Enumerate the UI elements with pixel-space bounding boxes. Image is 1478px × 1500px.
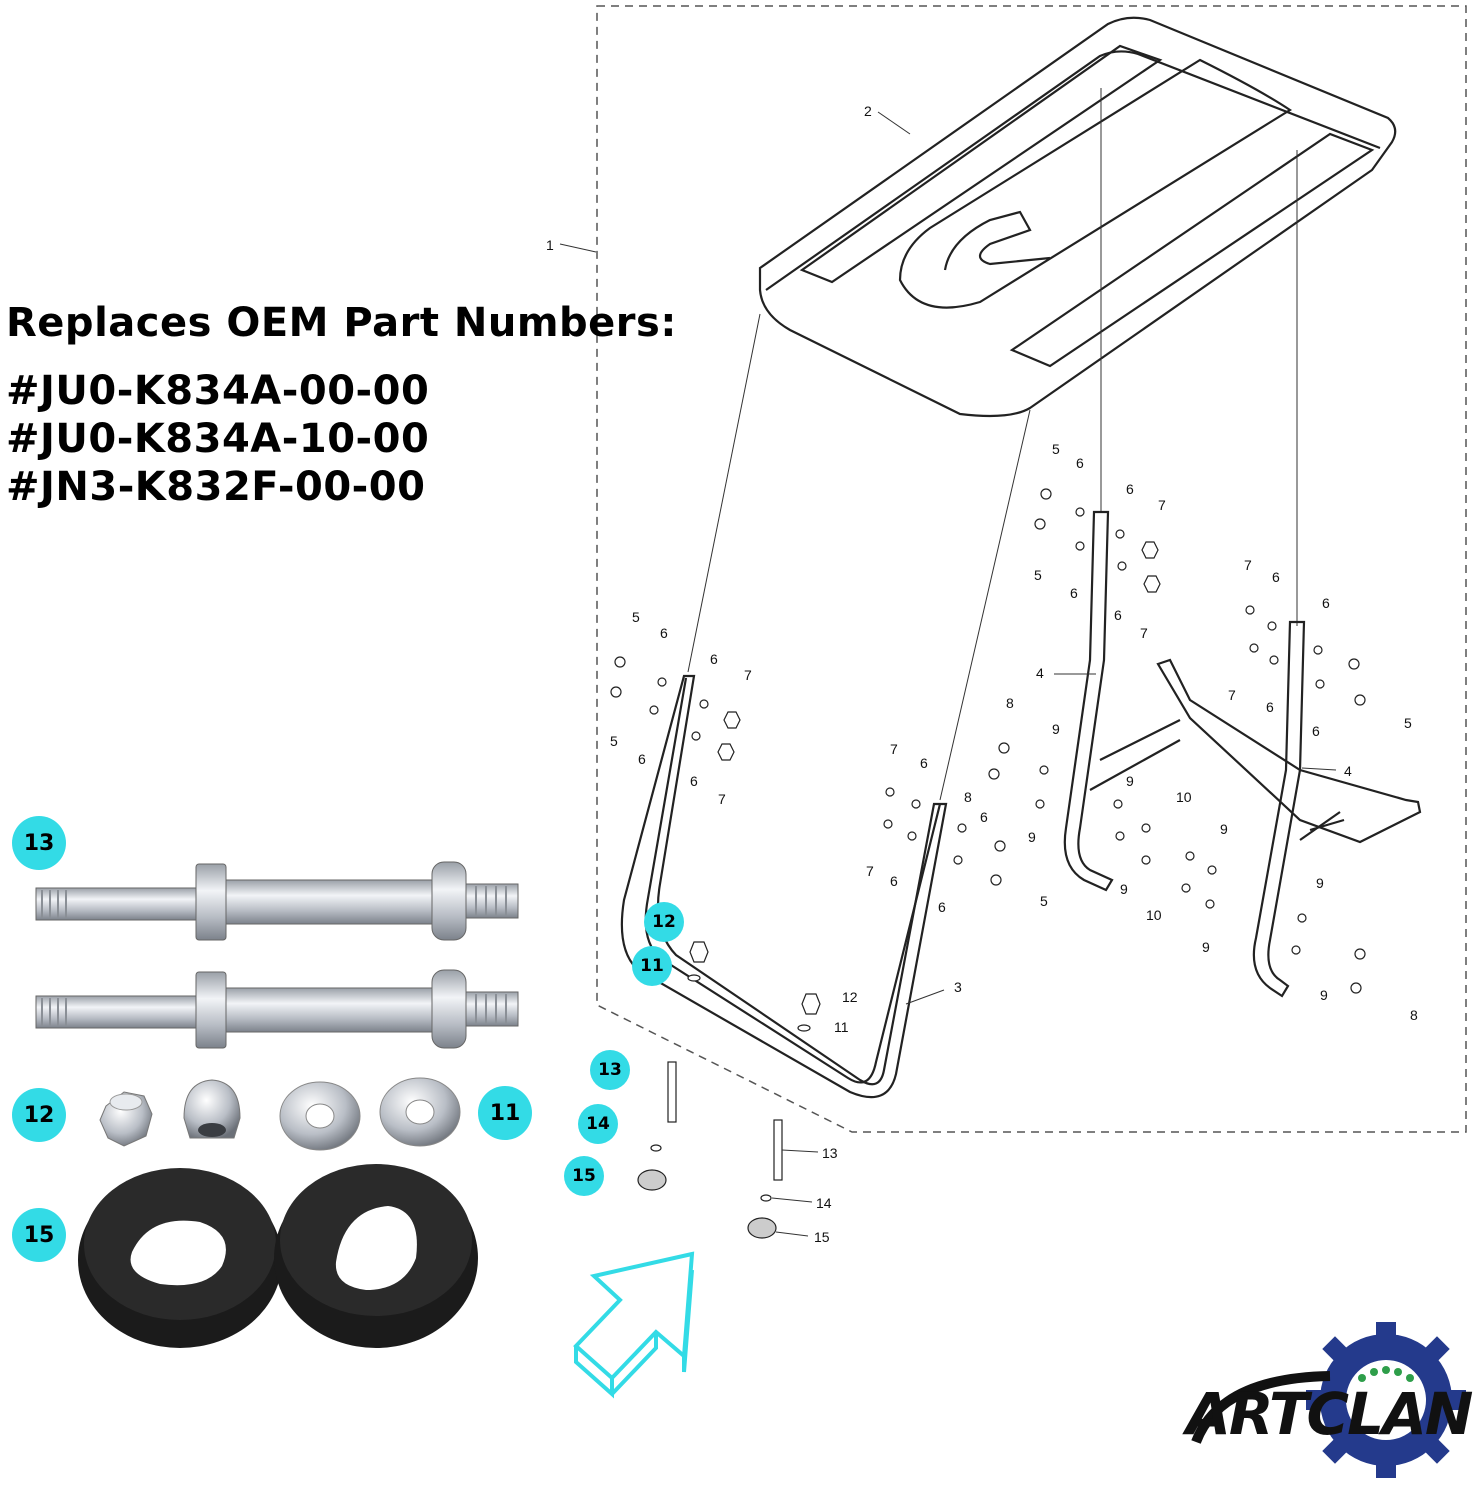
svg-text:9: 9 — [1028, 829, 1036, 845]
shoulder-bolt-1 — [35, 861, 519, 941]
svg-text:6: 6 — [660, 625, 668, 641]
roof-canopy — [758, 16, 1397, 418]
callout-13-photo: 13 — [12, 816, 66, 870]
svg-text:5: 5 — [632, 609, 640, 625]
svg-text:6: 6 — [938, 899, 946, 915]
flat-washer-1 — [279, 1081, 361, 1151]
oem-part-number: #JU0-K834A-10-00 — [6, 416, 430, 462]
svg-text:9: 9 — [1316, 875, 1324, 891]
svg-text:6: 6 — [690, 773, 698, 789]
callout-12-photo: 12 — [12, 1088, 66, 1142]
svg-text:7: 7 — [744, 667, 752, 683]
svg-text:7: 7 — [866, 863, 874, 879]
svg-text:6: 6 — [1272, 569, 1280, 585]
shoulder-bolt-2 — [35, 969, 519, 1049]
svg-text:3: 3 — [954, 979, 962, 995]
callout-15-diagram: 15 — [564, 1156, 604, 1196]
svg-text:6: 6 — [980, 809, 988, 825]
svg-text:8: 8 — [1410, 1007, 1418, 1023]
svg-text:6: 6 — [1322, 595, 1330, 611]
svg-text:6: 6 — [1126, 481, 1134, 497]
svg-text:5: 5 — [1404, 715, 1412, 731]
svg-text:9: 9 — [1120, 881, 1128, 897]
rubber-grommet-1 — [78, 1168, 282, 1348]
flat-washer-2 — [379, 1077, 461, 1147]
svg-text:7: 7 — [890, 741, 898, 757]
svg-text:10: 10 — [1146, 907, 1162, 923]
svg-text:2: 2 — [864, 103, 872, 119]
svg-text:7: 7 — [1140, 625, 1148, 641]
svg-text:4: 4 — [1036, 665, 1044, 681]
callout-11-photo: 11 — [478, 1086, 532, 1140]
svg-text:15: 15 — [814, 1229, 830, 1245]
acorn-nut-1 — [99, 1091, 153, 1147]
callout-12-diagram: 12 — [644, 902, 684, 942]
svg-text:8: 8 — [1006, 695, 1014, 711]
svg-text:6: 6 — [638, 751, 646, 767]
svg-text:5: 5 — [610, 733, 618, 749]
svg-text:6: 6 — [890, 873, 898, 889]
svg-text:5: 5 — [1040, 893, 1048, 909]
svg-text:9: 9 — [1220, 821, 1228, 837]
svg-text:8: 8 — [964, 789, 972, 805]
svg-text:7: 7 — [718, 791, 726, 807]
svg-text:10: 10 — [1176, 789, 1192, 805]
svg-text:5: 5 — [1034, 567, 1042, 583]
svg-text:7: 7 — [1228, 687, 1236, 703]
callout-13-diagram: 13 — [590, 1050, 630, 1090]
svg-text:13: 13 — [822, 1145, 838, 1161]
acorn-nut-2 — [183, 1079, 241, 1139]
oem-heading: Replaces OEM Part Numbers: — [6, 300, 677, 346]
callout-15-photo: 15 — [12, 1208, 66, 1262]
callout-11-diagram: 11 — [632, 946, 672, 986]
diagram-labels — [559, 111, 1337, 1237]
oem-part-number: #JU0-K834A-00-00 — [6, 368, 430, 414]
brand-wordmark: ARTCLAN — [1186, 1380, 1473, 1448]
svg-text:6: 6 — [1266, 699, 1274, 715]
callout-14-diagram: 14 — [578, 1104, 618, 1144]
rear-struts — [1063, 510, 1422, 998]
svg-text:1: 1 — [546, 237, 554, 253]
svg-text:7: 7 — [1158, 497, 1166, 513]
pointer-arrow — [573, 1251, 695, 1399]
svg-text:6: 6 — [1076, 455, 1084, 471]
svg-text:11: 11 — [834, 1019, 849, 1035]
svg-text:9: 9 — [1320, 987, 1328, 1003]
svg-text:12: 12 — [842, 989, 858, 1005]
diagram-label-text: 123 44 555 555 666 666 666 666 666 6 777… — [546, 103, 1418, 1245]
svg-text:6: 6 — [1312, 723, 1320, 739]
svg-text:9: 9 — [1202, 939, 1210, 955]
svg-text:9: 9 — [1126, 773, 1134, 789]
svg-text:9: 9 — [1052, 721, 1060, 737]
assembly-boundary — [596, 5, 1467, 1133]
hardware-icons — [610, 488, 1366, 1239]
svg-text:6: 6 — [920, 755, 928, 771]
svg-text:4: 4 — [1344, 763, 1352, 779]
svg-text:6: 6 — [710, 651, 718, 667]
svg-text:6: 6 — [1114, 607, 1122, 623]
svg-text:14: 14 — [816, 1195, 832, 1211]
svg-text:7: 7 — [1244, 557, 1252, 573]
oem-part-number: #JN3-K832F-00-00 — [6, 464, 426, 510]
rubber-grommet-2 — [274, 1164, 478, 1348]
svg-text:6: 6 — [1070, 585, 1078, 601]
svg-text:5: 5 — [1052, 441, 1060, 457]
